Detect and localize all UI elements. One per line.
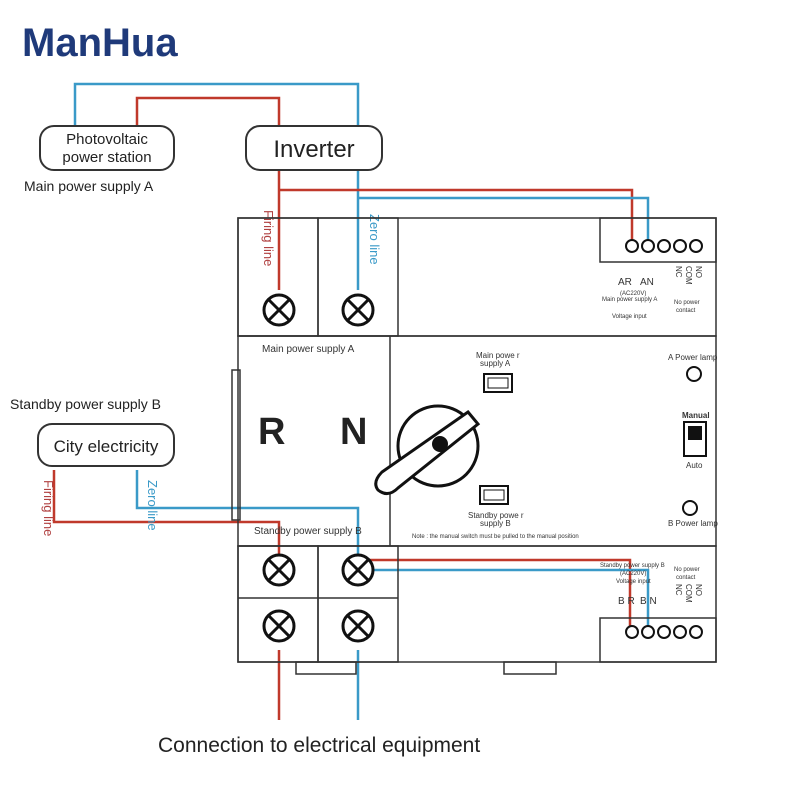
node-pv: Photovoltaic power station <box>39 125 175 171</box>
auto-label: Auto <box>686 461 703 470</box>
output-label: Connection to electrical equipment <box>158 734 480 757</box>
main-power-btn-line1: Main powe r <box>476 351 520 360</box>
b-power-lamp <box>682 500 698 516</box>
top-ac-label: (AC220V) <box>620 291 646 297</box>
a-lamp-label: A Power lamp <box>668 353 718 362</box>
terminal-screws-top <box>262 293 375 327</box>
zero-wire-bn <box>358 568 650 630</box>
node-city: City electricity <box>37 423 175 467</box>
top-sub2-label: Voltage input <box>612 314 647 320</box>
bottom-contact-label: contact <box>676 575 696 581</box>
main-power-btn-line2: supply A <box>480 359 511 368</box>
firing-wire-pv <box>135 96 281 126</box>
top-com-label: COM <box>684 266 693 285</box>
terminal-screws-bottom <box>262 553 375 643</box>
inverter-label: Inverter <box>273 136 354 163</box>
main-supply-label: Main power supply A <box>24 178 154 194</box>
bottom-no-label: NO <box>694 584 703 596</box>
bottom-sub2-label: Voltage input <box>616 579 651 585</box>
firing-line-label-standby: Firing line <box>41 480 56 536</box>
br-label: B R <box>618 596 635 607</box>
bottom-nopower-label: No power <box>674 567 700 573</box>
bottom-com-label: COM <box>684 584 693 603</box>
zero-wire-main <box>73 82 360 290</box>
top-contact-label: contact <box>676 308 696 314</box>
pv-line1: Photovoltaic <box>66 131 148 148</box>
ats-device <box>231 217 717 675</box>
top-nopower-label: No power <box>674 300 700 306</box>
standby-supply-label: Standby power supply B <box>10 396 161 412</box>
device-standby-supply-label: Standby power supply B <box>254 526 362 537</box>
firing-wire-standby <box>52 470 281 560</box>
top-nc-label: NC <box>674 266 683 278</box>
standby-power-btn-line1: Standby powe r <box>468 511 524 520</box>
a-power-lamp <box>686 366 702 382</box>
control-terminals-top <box>625 239 703 253</box>
device-main-supply-label: Main power supply A <box>262 344 355 355</box>
brand-logo: ManHua <box>22 21 178 65</box>
bn-label: B N <box>640 596 657 607</box>
firing-line-label-main: Firing line <box>261 210 276 266</box>
zero-line-label-standby: Zero line <box>145 480 160 531</box>
pv-line2: power station <box>62 149 151 166</box>
zero-wire-an <box>358 196 650 243</box>
node-inverter: Inverter <box>245 125 383 171</box>
b-lamp-label: B Power lamp <box>668 519 718 528</box>
firing-wire-ar <box>279 188 634 243</box>
terminal-r-label: R <box>258 411 285 453</box>
manual-note: Note : the manual switch must be pulled … <box>412 534 579 540</box>
bottom-ac-label: (AC220V) <box>620 571 646 577</box>
firing-wire-br <box>358 558 632 630</box>
rotary-switch-handle[interactable] <box>374 404 481 495</box>
zero-wire-standby <box>135 470 360 560</box>
top-sub1-label: Main power supply A <box>602 297 657 303</box>
standby-power-btn-line2: supply B <box>480 519 511 528</box>
top-no-label: NO <box>694 266 703 278</box>
terminal-n-label: N <box>340 411 367 453</box>
bottom-sub1-label: Standby power supply B <box>600 563 665 569</box>
control-terminals-bottom <box>625 625 703 639</box>
ar-label: AR <box>618 277 632 288</box>
an-label: AN <box>640 277 654 288</box>
manual-label: Manual <box>682 411 710 420</box>
city-label: City electricity <box>54 437 159 456</box>
zero-line-label-main: Zero line <box>367 214 382 265</box>
bottom-nc-label: NC <box>674 584 683 596</box>
